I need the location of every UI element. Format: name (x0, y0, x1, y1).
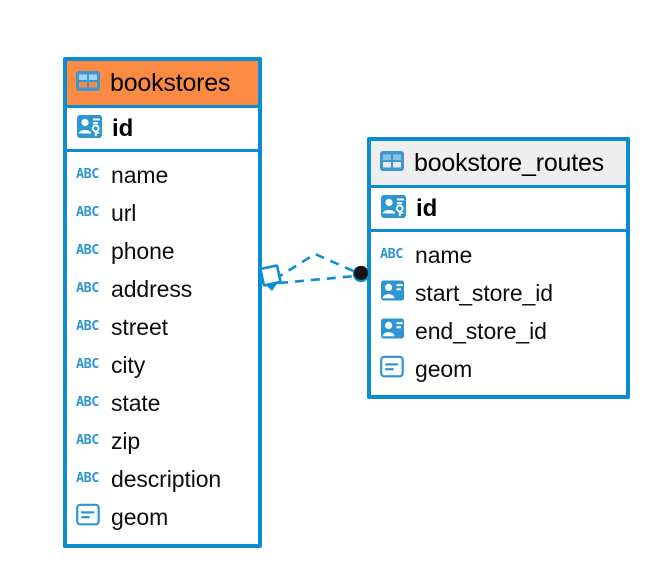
relationship-line-upper (274, 252, 359, 281)
field-row-street[interactable]: ABC street (67, 308, 258, 346)
text-type-icon-label: ABC (76, 318, 99, 335)
foreign-key-icon (380, 279, 406, 308)
field-row-description[interactable]: ABC description (67, 460, 258, 498)
entity-table-bookstores[interactable]: bookstores id ABC (63, 57, 262, 548)
field-row-url[interactable]: ABC url (67, 194, 258, 232)
text-type-icon: ABC (76, 238, 102, 264)
field-row-state[interactable]: ABC state (67, 384, 258, 422)
field-row-geom[interactable]: geom (67, 498, 258, 536)
text-type-icon: ABC (76, 390, 102, 416)
field-label: description (111, 465, 222, 492)
entity-table-bookstore-routes[interactable]: bookstore_routes id ABC (367, 137, 630, 399)
text-type-icon-label: ABC (76, 432, 99, 449)
text-type-icon: ABC (76, 314, 102, 340)
foreign-key-icon (380, 317, 406, 346)
field-label: name (111, 161, 169, 188)
field-row-name[interactable]: ABC name (67, 156, 258, 194)
entity-title: bookstores (110, 68, 231, 97)
text-type-icon-label: ABC (76, 394, 99, 411)
text-type-icon: ABC (76, 466, 102, 492)
table-icon (379, 150, 405, 177)
field-label: url (111, 199, 137, 226)
field-row-geom[interactable]: geom (371, 350, 626, 388)
field-list-bookstores: ABC name ABC url ABC phone ABC (67, 152, 258, 536)
field-label: id (416, 194, 438, 222)
text-type-icon: ABC (76, 200, 102, 226)
relationship-line-lower (278, 274, 357, 285)
text-type-icon-label: ABC (76, 242, 99, 259)
text-type-icon-label: ABC (76, 356, 99, 373)
field-label: geom (415, 355, 473, 382)
entity-header-bookstore-routes[interactable]: bookstore_routes (371, 141, 626, 188)
text-type-icon-label: ABC (380, 246, 403, 263)
field-label: id (112, 114, 134, 142)
primary-key-icon (380, 193, 407, 225)
text-type-icon-label: ABC (76, 166, 99, 183)
field-row-primary-key[interactable]: id (371, 188, 626, 232)
field-label: end_store_id (415, 317, 547, 344)
field-row-phone[interactable]: ABC phone (67, 232, 258, 270)
text-type-icon: ABC (76, 162, 102, 188)
field-label: name (415, 241, 473, 268)
text-type-icon: ABC (380, 242, 406, 268)
geometry-type-icon (380, 355, 406, 384)
field-label: geom (111, 503, 169, 530)
field-label: address (111, 275, 193, 302)
field-label: city (111, 351, 146, 378)
field-label: phone (111, 237, 175, 264)
field-label: zip (111, 427, 141, 454)
text-type-icon: ABC (76, 352, 102, 378)
text-type-icon-label: ABC (76, 204, 99, 221)
field-row-name[interactable]: ABC name (371, 236, 626, 274)
text-type-icon: ABC (76, 276, 102, 302)
field-row-end-store-id[interactable]: end_store_id (371, 312, 626, 350)
field-row-primary-key[interactable]: id (67, 108, 258, 152)
field-row-address[interactable]: ABC address (67, 270, 258, 308)
geometry-type-icon (76, 503, 102, 532)
text-type-icon: ABC (76, 428, 102, 454)
diamond-endpoint[interactable] (259, 264, 282, 291)
field-row-start-store-id[interactable]: start_store_id (371, 274, 626, 312)
text-type-icon-label: ABC (76, 470, 99, 487)
primary-key-icon (76, 113, 103, 145)
field-list-bookstore-routes: ABC name start_store_id (371, 232, 626, 388)
table-icon (75, 70, 101, 97)
field-row-zip[interactable]: ABC zip (67, 422, 258, 460)
entity-title: bookstore_routes (414, 148, 604, 177)
text-type-icon-label: ABC (76, 280, 99, 297)
field-row-city[interactable]: ABC city (67, 346, 258, 384)
relationship-connector[interactable] (255, 243, 380, 313)
field-label: state (111, 389, 161, 416)
entity-header-bookstores[interactable]: bookstores (67, 61, 258, 108)
field-label: start_store_id (415, 279, 553, 306)
field-label: street (111, 313, 168, 340)
